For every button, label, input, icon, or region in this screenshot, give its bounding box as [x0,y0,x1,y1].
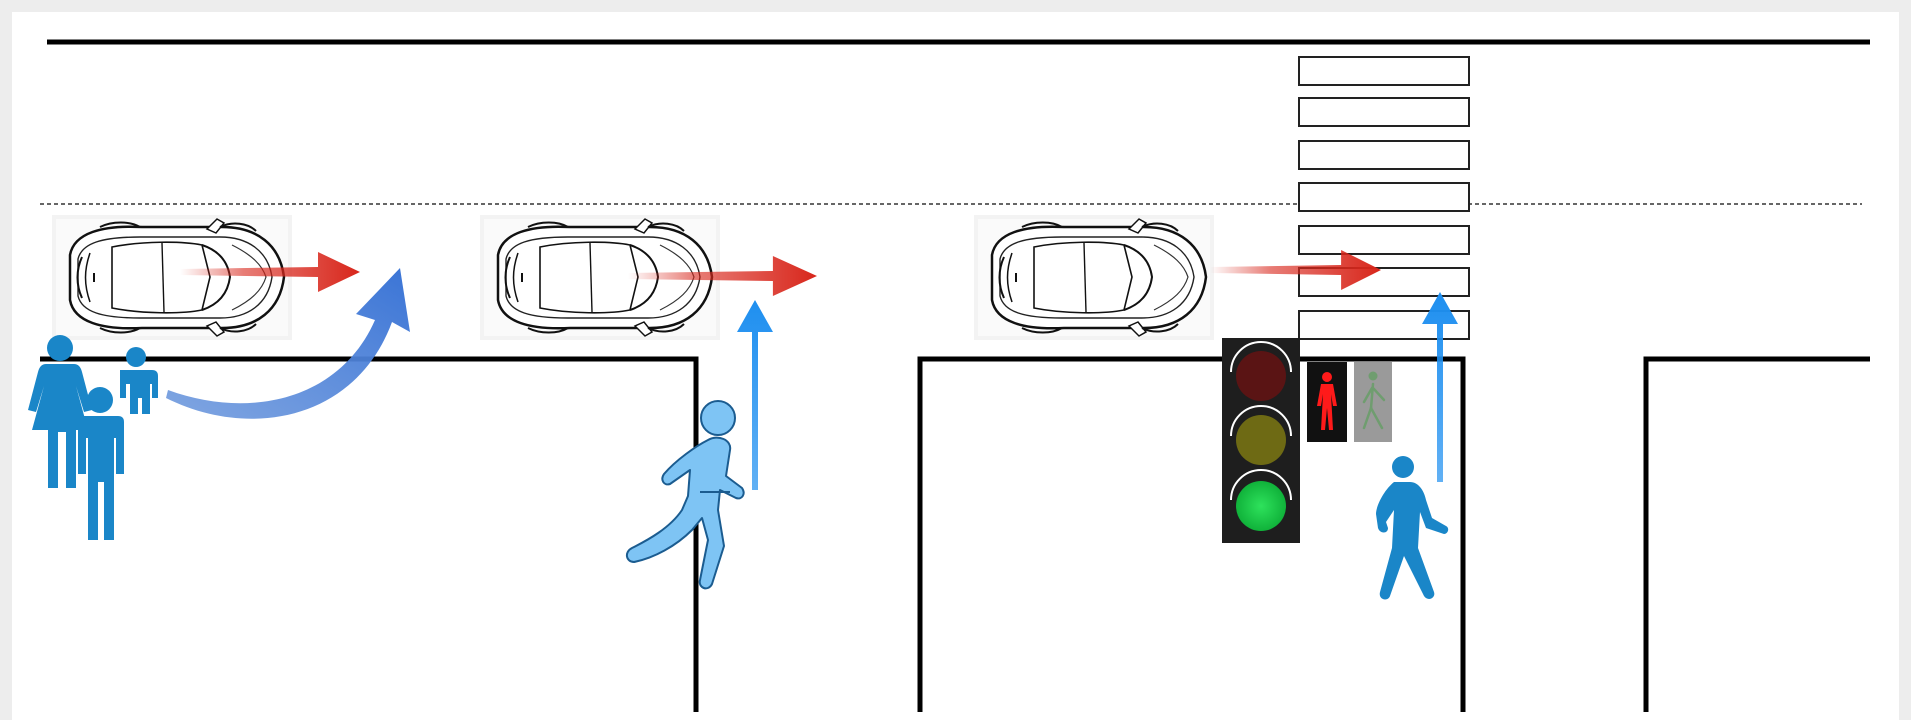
zebra-stripe [1298,56,1470,86]
road-bottom-edge-middle [917,356,1466,712]
traffic-light-icon [1222,338,1300,543]
pedestrian-signal-green-icon [1354,362,1392,442]
road-bottom-edge-left [40,356,699,712]
zebra-crossing-icon [1298,56,1470,340]
zebra-stripe [1298,140,1470,170]
zebra-stripe [1298,225,1470,255]
canvas-background [12,12,1899,720]
pedestrian-signal-red-icon [1307,362,1347,442]
zebra-stripe [1298,182,1470,212]
car-icon [972,213,1216,342]
road-bottom-edge-right [1643,356,1870,712]
traffic-light-amber [1236,415,1286,465]
traffic-light-green [1236,481,1286,531]
traffic-light-red [1236,351,1286,401]
curved-crossing-arrow [166,268,410,419]
walking-pedestrian-icon [1376,456,1449,600]
car-icon [50,213,294,342]
zebra-stripe [1298,97,1470,127]
running-pedestrian-icon [626,400,745,590]
road-lines [40,39,1870,712]
family-pedestrians-icon [28,335,158,540]
